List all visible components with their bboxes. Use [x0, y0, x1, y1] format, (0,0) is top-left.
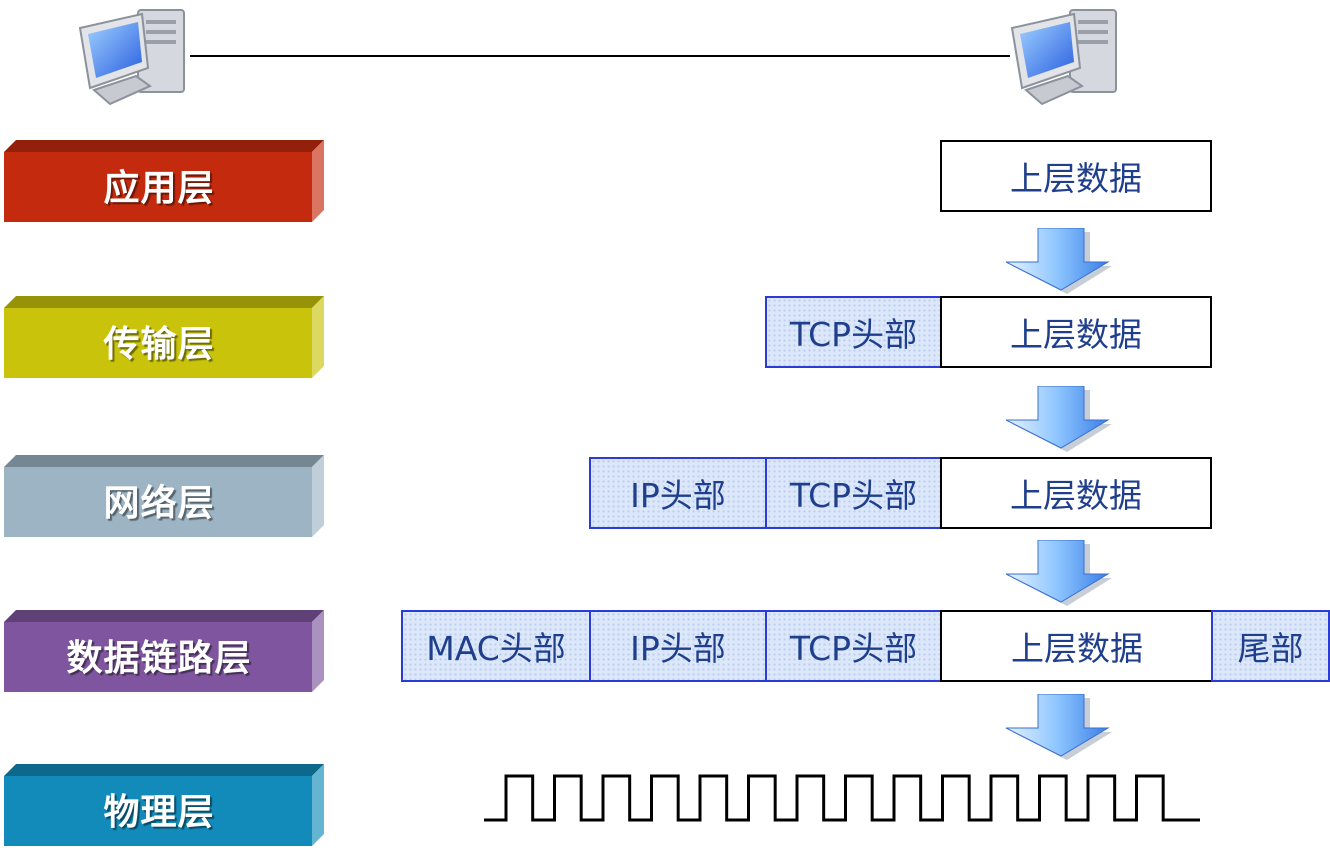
layer-bar-physical: 物理层 [4, 764, 324, 846]
datalink-ip-header: IP头部 [589, 610, 767, 682]
network-tcp-header: TCP头部 [765, 457, 942, 529]
layer-bar-network: 网络层 [4, 455, 324, 537]
transport-upper-data: 上层数据 [940, 296, 1212, 368]
arrow-down-icon [1004, 227, 1118, 296]
network-link-line [190, 55, 1010, 57]
layer-bar-transport: 传输层 [4, 296, 324, 378]
layer-label-transport: 传输层 [103, 324, 215, 365]
datalink-mac-header: MAC头部 [401, 610, 591, 682]
layer-label-network: 网络层 [103, 483, 215, 524]
layer-label-application: 应用层 [103, 168, 215, 209]
layer-bar-application: 应用层 [4, 140, 324, 222]
app-upper-data: 上层数据 [940, 140, 1212, 212]
receiver-computer-icon [1008, 4, 1126, 108]
sender-computer-icon [76, 4, 194, 108]
datalink-trailer: 尾部 [1211, 610, 1330, 682]
transport-tcp-header: TCP头部 [765, 296, 942, 368]
square-wave-icon [484, 770, 1200, 826]
datalink-upper-data: 上层数据 [940, 610, 1214, 682]
layer-label-physical: 物理层 [103, 792, 215, 833]
layer-label-datalink: 数据链路层 [66, 638, 252, 679]
datalink-tcp-header: TCP头部 [765, 610, 942, 682]
layer-bar-datalink: 数据链路层 [4, 610, 324, 692]
arrow-down-icon [1004, 539, 1118, 608]
arrow-down-icon [1004, 385, 1118, 454]
network-upper-data: 上层数据 [940, 457, 1212, 529]
arrow-down-icon [1004, 693, 1118, 762]
network-ip-header: IP头部 [589, 457, 767, 529]
